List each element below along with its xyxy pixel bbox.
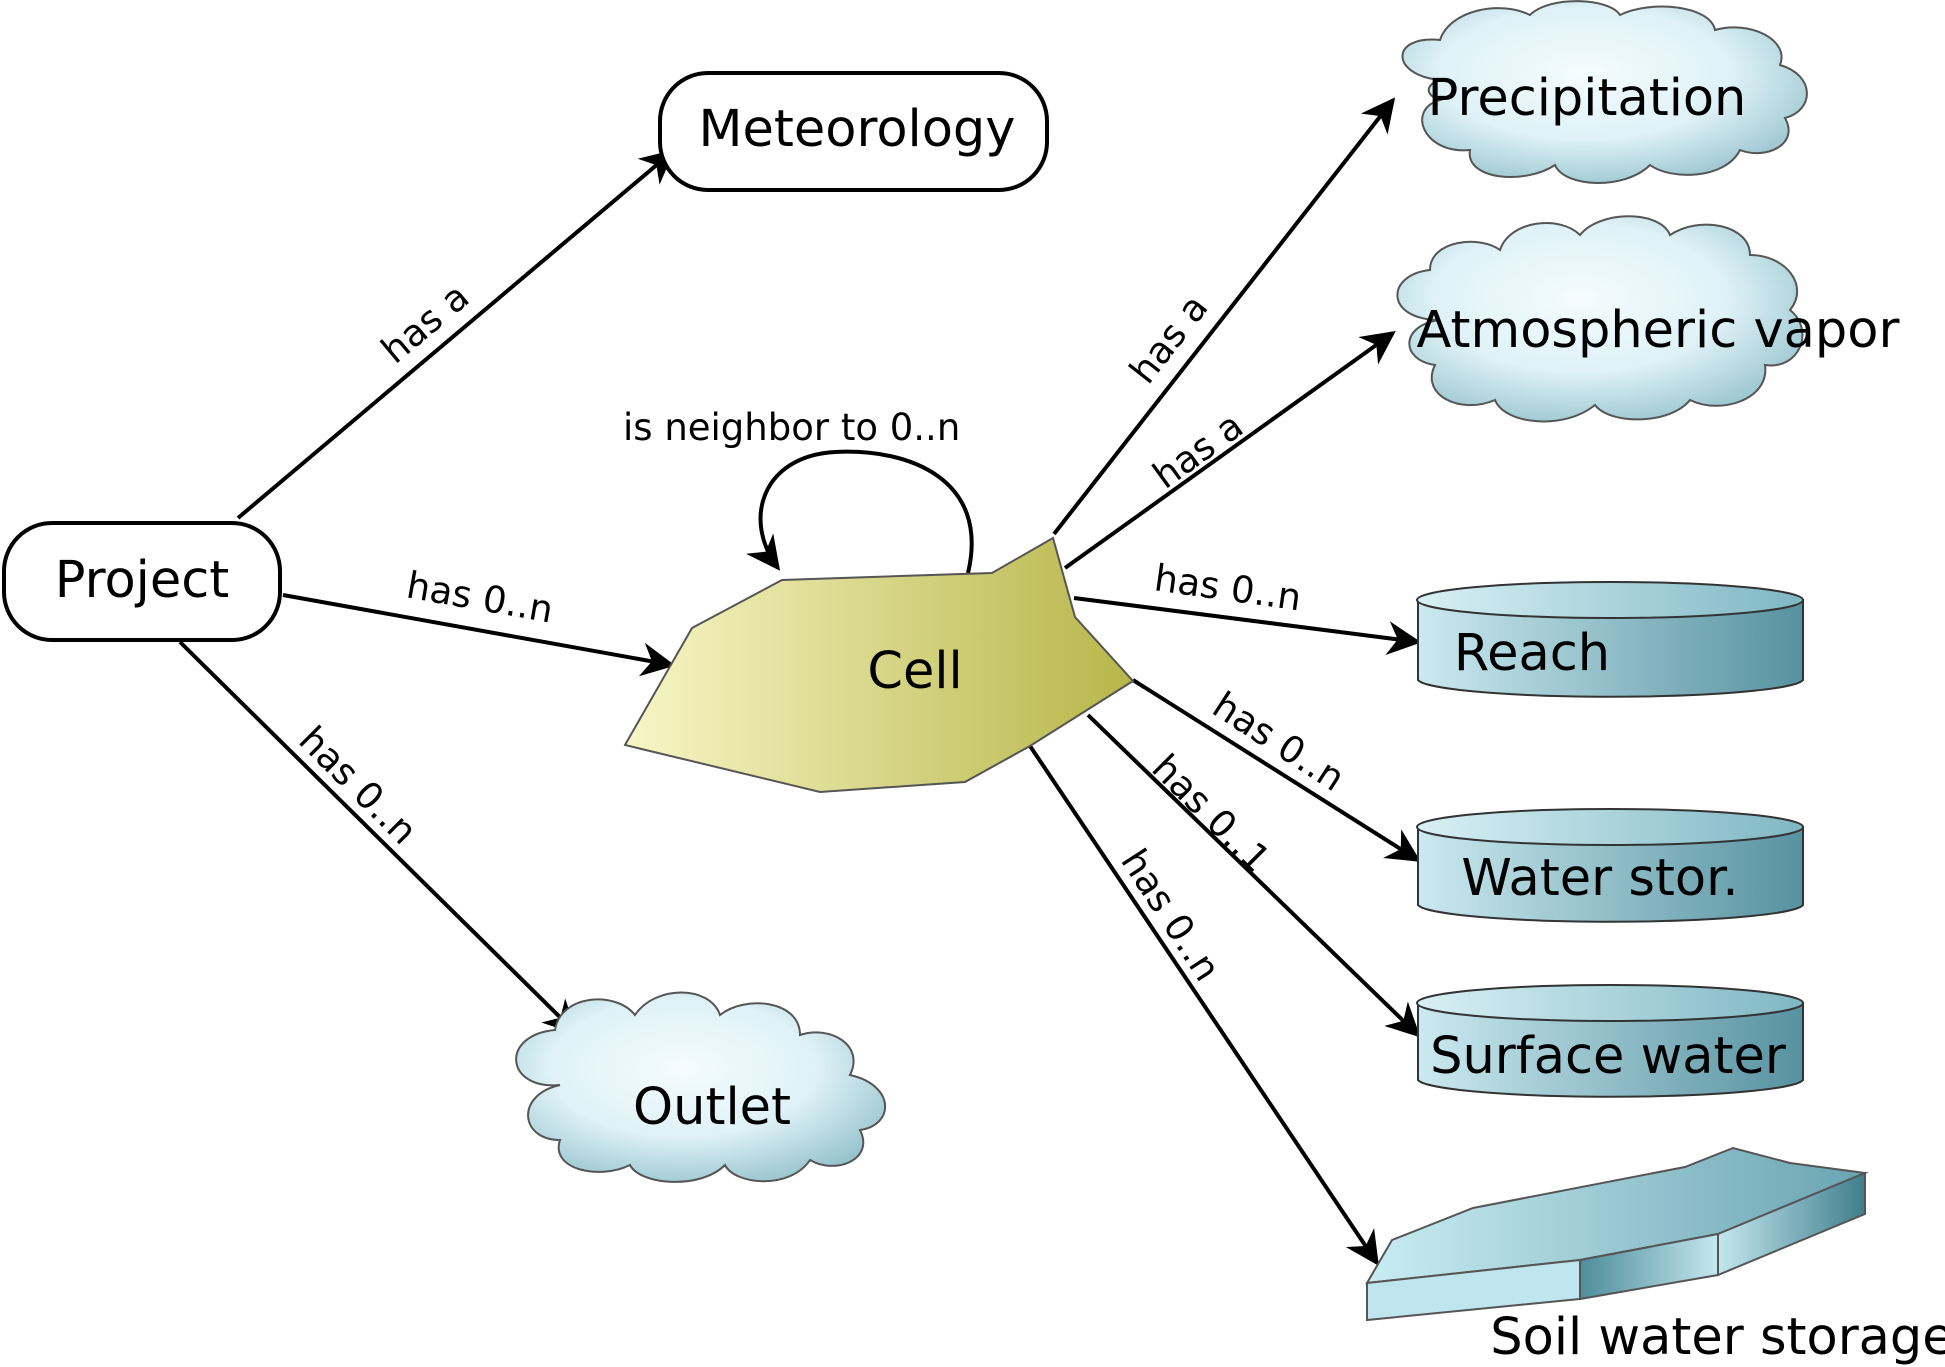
label-cell-precipitation: has a — [1121, 286, 1216, 391]
label-cell-soil-water-storage: has 0..n — [1112, 841, 1228, 988]
label-cell-surface-water: has 0..1 — [1144, 746, 1279, 881]
edge-cell-soil-water-storage — [1028, 744, 1379, 1266]
node-atmospheric-vapor[interactable]: Atmospheric vapor — [1396, 215, 1900, 423]
node-soil-water-storage[interactable]: Soil water storage — [1365, 1146, 1945, 1367]
edge-cell-atmospheric-vapor — [1063, 331, 1396, 570]
label-project-meteorology: has a — [373, 275, 477, 372]
node-precipitation-label: Precipitation — [1428, 69, 1747, 128]
edge-cell-precipitation — [1052, 97, 1396, 536]
node-cell-label: Cell — [867, 642, 962, 701]
node-water-storage-label: Water stor. — [1461, 849, 1738, 908]
label-cell-atmospheric-vapor: has a — [1145, 404, 1251, 497]
node-atmospheric-vapor-label: Atmospheric vapor — [1417, 301, 1900, 360]
edge-project-meteorology — [236, 149, 675, 520]
node-precipitation[interactable]: Precipitation — [1401, 0, 1808, 184]
node-reach[interactable]: Reach — [1416, 581, 1804, 698]
label-project-outlet: has 0..n — [291, 718, 426, 853]
edge-cell-neighbor-loop — [746, 449, 974, 574]
node-water-storage[interactable]: Water stor. — [1416, 808, 1804, 923]
node-cell[interactable]: Cell — [623, 536, 1135, 794]
node-surface-water-label: Surface water — [1430, 1027, 1786, 1086]
node-project[interactable]: Project — [2, 521, 282, 642]
node-outlet-label: Outlet — [633, 1078, 791, 1137]
edge-project-outlet — [178, 640, 578, 1035]
node-meteorology[interactable]: Meteorology — [658, 71, 1049, 192]
node-soil-water-storage-label: Soil water storage — [1490, 1308, 1945, 1367]
node-meteorology-label: Meteorology — [699, 100, 1016, 159]
edge-cell-water-storage — [1131, 678, 1421, 862]
label-cell-neighbor: is neighbor to 0..n — [623, 406, 960, 449]
node-project-label: Project — [55, 551, 230, 610]
node-outlet[interactable]: Outlet — [515, 991, 886, 1183]
node-surface-water[interactable]: Surface water — [1416, 984, 1804, 1098]
node-reach-label: Reach — [1454, 624, 1610, 683]
edge-cell-surface-water — [1086, 713, 1421, 1038]
edge-cell-reach — [1073, 596, 1422, 655]
edge-project-cell — [282, 593, 676, 677]
